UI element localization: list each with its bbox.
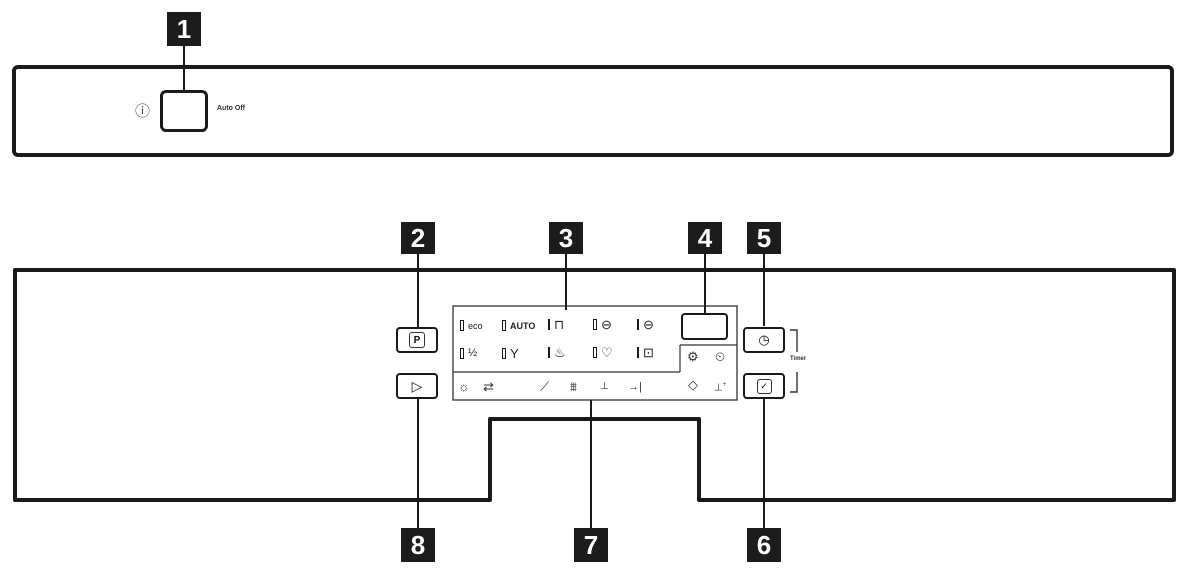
led-bar	[460, 348, 464, 359]
rinse-icon: ⊡	[643, 345, 654, 360]
express-icon: ⊖	[643, 317, 654, 332]
indicator-express: ⊖	[637, 318, 654, 331]
indicator-eco: eco	[460, 320, 483, 331]
callout-5-leader	[763, 254, 765, 326]
callout-6-leader	[763, 396, 765, 528]
timer-button[interactable]: ◷	[743, 327, 785, 353]
option-check-icon: ✓	[756, 378, 772, 394]
panel-outline	[13, 268, 1176, 502]
end-icon: →|	[628, 381, 642, 393]
intensive-pot-icon: ⊓	[554, 317, 565, 332]
level-icon: ⊥	[600, 381, 609, 392]
callout-3: 3	[549, 222, 583, 254]
salt-icon: ⩩	[570, 379, 577, 394]
callout-2-label: 2	[410, 222, 426, 253]
callout-3-label: 3	[558, 222, 574, 253]
indicator-quick: ⊖	[593, 318, 612, 331]
callout-4-leader	[704, 254, 706, 314]
clock-icon: ◷	[758, 332, 770, 347]
gentle-icon: ♡	[601, 345, 613, 360]
timer-icon: ⏲	[715, 349, 726, 364]
callout-7-leader	[590, 400, 592, 528]
refresh-icon: ⇄	[483, 379, 494, 394]
indicator-intensive: ⊓	[548, 318, 564, 331]
callout-8-label: 8	[410, 529, 426, 560]
callout-5: 5	[747, 222, 781, 254]
callout-6: 6	[747, 528, 781, 562]
callout-8-leader	[417, 396, 419, 528]
callout-1-leader	[183, 46, 185, 96]
led-bar	[502, 348, 506, 359]
timer-bracket-bottom	[790, 372, 798, 393]
callout-8: 8	[401, 528, 435, 562]
callout-2-leader	[417, 254, 419, 329]
callout-5-label: 5	[756, 222, 772, 253]
callout-2: 2	[401, 222, 435, 254]
sun-icon: ☼	[458, 379, 470, 394]
indicator-eco-label: eco	[468, 320, 483, 331]
search-gear-icon: ⚙	[687, 349, 699, 364]
callout-4-label: 4	[697, 222, 713, 253]
timer-bracket-top	[790, 329, 798, 352]
callout-6-label: 6	[756, 529, 772, 560]
indicator-gentle: ♡	[593, 346, 613, 359]
callout-1-label: 1	[176, 13, 192, 44]
indicator-rinse: ⊡	[637, 346, 654, 359]
led-bar	[637, 347, 639, 358]
callout-4: 4	[688, 222, 722, 254]
led-bar	[593, 347, 597, 358]
power-button[interactable]	[160, 90, 208, 132]
indicator-auto: AUTO	[502, 320, 535, 331]
display-window	[681, 313, 728, 340]
option-button[interactable]: ✓	[743, 373, 785, 399]
led-bar	[548, 347, 550, 358]
hygiene-icon: ♨	[554, 345, 566, 360]
level-plus-icon: ⊥+	[714, 382, 727, 394]
program-button[interactable]: P	[396, 327, 438, 353]
brush-icon: ⟋	[540, 379, 550, 394]
top-control-panel	[12, 65, 1174, 157]
half-load-icon: ½	[468, 347, 478, 359]
quick-icon: ⊖	[601, 317, 612, 332]
led-bar	[593, 319, 597, 330]
indicator-auto-label: AUTO	[510, 320, 536, 331]
indicator-glass: Y	[502, 347, 519, 360]
indicator-half-load: ½	[460, 347, 477, 360]
led-bar	[460, 320, 464, 331]
program-p-icon: P	[409, 332, 425, 348]
led-bar	[548, 319, 550, 330]
callout-1: 1	[167, 12, 201, 46]
indicator-frame	[452, 305, 738, 401]
indicator-hygiene: ♨	[548, 346, 566, 359]
auto-off-label: Auto Off	[217, 105, 245, 112]
callout-7-label: 7	[583, 529, 599, 560]
glass-icon: Y	[510, 346, 519, 361]
led-bar	[502, 320, 506, 331]
led-bar	[637, 319, 639, 330]
power-info-icon: ⓘ	[135, 103, 151, 120]
drop-icon: ◇	[688, 377, 698, 392]
timer-bracket-label: Timer	[790, 356, 807, 362]
start-button[interactable]: ▷	[396, 373, 438, 399]
callout-3-leader	[565, 254, 567, 310]
play-icon: ▷	[411, 377, 423, 394]
callout-7: 7	[574, 528, 608, 562]
